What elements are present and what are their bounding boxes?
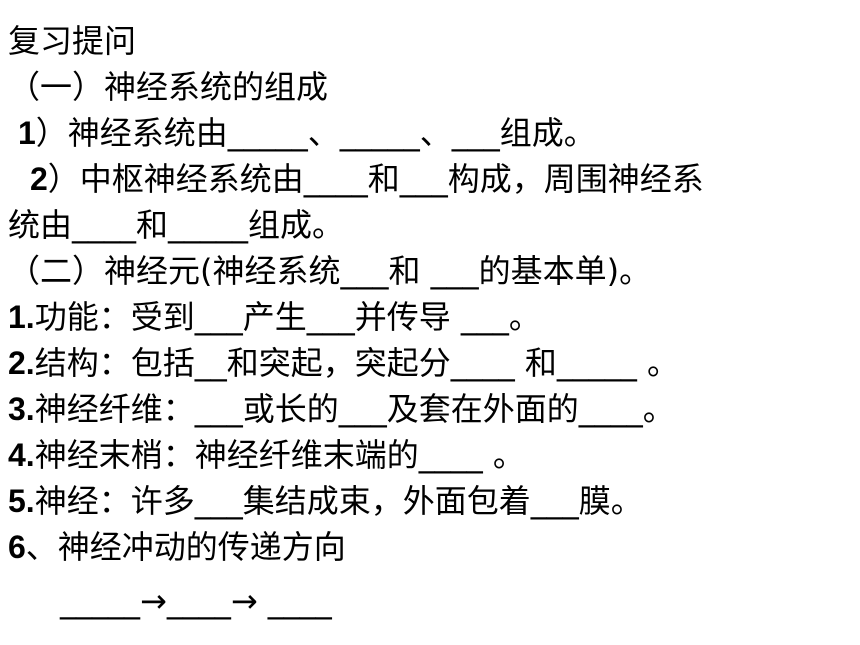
list-item-text: 神经：许多___集结成束，外面包着___膜。 [34, 482, 643, 520]
arrow-blanks-line: _____→____→ ____ [60, 582, 332, 620]
list-item: 3.神经纤维：___或长的___及套在外面的____。 [8, 386, 675, 432]
list-item-number: 2. [8, 345, 35, 381]
list-item-text: 、神经冲动的传递方向 [25, 528, 346, 566]
question-2-text: ）中枢神经系统由____和___构成，周围神经系 [47, 160, 704, 198]
question-2-number: 2 [30, 161, 48, 197]
list-item-number: 5. [8, 483, 35, 519]
list-item: 1.功能：受到___产生___并传导 ___。 [8, 294, 541, 340]
question-1: 1）神经系统由_____、_____、___组成。 [18, 110, 596, 156]
question-1-text: ）神经系统由_____、_____、___组成。 [35, 114, 596, 152]
page-title: 复习提问 [8, 22, 137, 60]
section-2-heading: （二）神经元(神经系统___和 ___的基本单)。 [8, 252, 652, 290]
list-item: 4.神经末梢：神经纤维末端的____ 。 [8, 432, 525, 478]
list-item: 6、神经冲动的传递方向 [8, 524, 346, 570]
list-item-text: 结构：包括__和突起，突起分____ 和_____ 。 [34, 344, 680, 382]
list-item: 5.神经：许多___集结成束，外面包着___膜。 [8, 478, 643, 524]
list-item-number: 4. [8, 437, 35, 473]
list-item-number: 6 [8, 529, 26, 565]
question-1-number: 1 [18, 115, 36, 151]
question-2-continuation: 统由____和_____组成。 [8, 206, 345, 244]
list-item: 2.结构：包括__和突起，突起分____ 和_____ 。 [8, 340, 679, 386]
list-item-text: 功能：受到___产生___并传导 ___。 [34, 298, 541, 336]
list-item-number: 1. [8, 299, 35, 335]
section-1-heading: （一）神经系统的组成 [8, 68, 329, 106]
list-item-text: 神经末梢：神经纤维末端的____ 。 [34, 436, 525, 474]
question-2: 2）中枢神经系统由____和___构成，周围神经系 [30, 156, 704, 202]
list-item-number: 3. [8, 391, 35, 427]
list-item-text: 神经纤维：___或长的___及套在外面的____。 [34, 390, 675, 428]
